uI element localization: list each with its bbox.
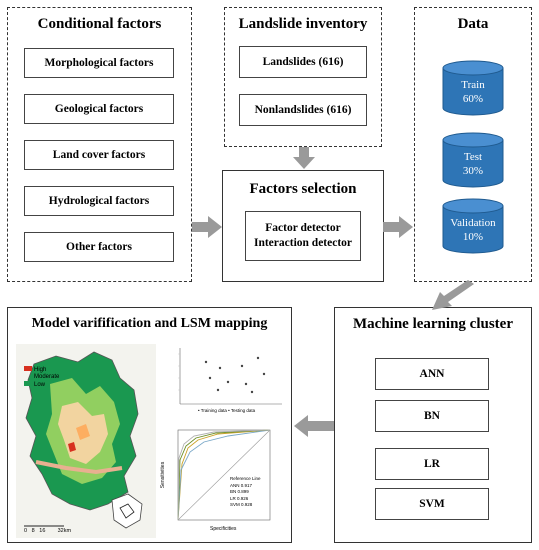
accuracy-legend: • Training data • Testing data xyxy=(198,408,256,413)
roc-legend-reference: Reference Line xyxy=(230,476,261,481)
train-cylinder: Train 60% xyxy=(442,60,504,116)
roc-xlabel: Specificities xyxy=(210,526,237,532)
data-panel: Data Train 60% Test 30% Validation 10% xyxy=(414,7,532,282)
validation-label: Validation xyxy=(450,217,496,229)
train-cylinder-icon xyxy=(442,60,504,116)
lsm-map-graphic xyxy=(16,344,156,538)
hydrological-factors-box: Hydrological factors xyxy=(24,186,174,216)
accuracy-chart-graphic xyxy=(158,344,286,422)
conditional-factors-panel: Conditional factors Morphological factor… xyxy=(7,7,192,282)
ann-box: ANN xyxy=(375,358,489,390)
legend-high-label: High xyxy=(34,367,47,373)
roc-legend: Reference Line ANN 0.917 BN 0.899 LR 0.9… xyxy=(230,476,261,509)
factor-detector-label: Factor detector xyxy=(265,222,341,234)
conditional-factors-title: Conditional factors xyxy=(37,16,162,32)
bn-box: BN xyxy=(375,400,489,432)
validation-cylinder: Validation 10% xyxy=(442,198,504,254)
data-title: Data xyxy=(457,16,489,32)
factors-selection-title: Factors selection xyxy=(249,181,357,197)
arrow-data-to-ml xyxy=(432,280,474,310)
validation-pct: 10% xyxy=(462,231,484,243)
landslide-inventory-title: Landslide inventory xyxy=(238,16,368,32)
lsm-map: High Moderate Low 0 8 16 32km xyxy=(16,344,156,538)
validation-cylinder-icon xyxy=(442,198,504,254)
ml-cluster-title: Machine learning cluster xyxy=(353,316,513,332)
arrow-conditional-to-selection xyxy=(192,216,222,238)
roc-legend-lr: LR 0.926 xyxy=(230,495,249,501)
interaction-detector-label: Interaction detector xyxy=(253,237,353,249)
scale-bar-label: 0 8 16 32km xyxy=(24,528,72,534)
nonlandslides-box: Nonlandslides (616) xyxy=(239,94,367,126)
accuracy-chart: • Training data • Testing data xyxy=(158,344,286,422)
roc-legend-bn: BN 0.899 xyxy=(230,489,249,494)
train-pct: 60% xyxy=(462,93,484,105)
legend-moderate-label: Moderate xyxy=(34,374,60,380)
lr-box: LR xyxy=(375,448,489,480)
landslide-inventory-panel: Landslide inventory Landslides (616) Non… xyxy=(224,7,382,147)
landslides-box: Landslides (616) xyxy=(239,46,367,78)
legend-low-swatch xyxy=(24,381,32,386)
model-verification-panel: Model varifification and LSM mapping Hig… xyxy=(7,307,292,543)
map-legend: High Moderate Low xyxy=(24,366,59,389)
arrow-ml-to-model xyxy=(294,415,334,437)
roc-chart-graphic xyxy=(158,424,286,538)
test-label: Test xyxy=(463,151,483,163)
test-pct: 30% xyxy=(462,165,484,177)
arrow-inventory-to-selection xyxy=(293,147,315,169)
geological-factors-box: Geological factors xyxy=(24,94,174,124)
model-verification-title: Model varifification and LSM mapping xyxy=(31,316,268,331)
legend-high-swatch xyxy=(24,366,32,371)
test-cylinder: Test 30% xyxy=(442,132,504,188)
svm-box: SVM xyxy=(375,488,489,520)
test-cylinder-icon xyxy=(442,132,504,188)
roc-ylabel: Sensitivities xyxy=(160,461,167,489)
factors-selection-panel: Factors selection Factor detector Intera… xyxy=(222,170,384,282)
legend-low-label: Low xyxy=(34,382,46,388)
arrow-selection-to-data xyxy=(383,216,413,238)
roc-legend-svm: SVM 0.928 xyxy=(230,502,253,507)
roc-legend-ann: ANN 0.917 xyxy=(230,482,253,488)
roc-chart: Reference Line ANN 0.917 BN 0.899 LR 0.9… xyxy=(158,424,286,538)
detector-box: Factor detector Interaction detector xyxy=(245,211,361,261)
ml-cluster-panel: Machine learning cluster ANN BN LR SVM xyxy=(334,307,532,543)
land-cover-factors-box: Land cover factors xyxy=(24,140,174,170)
other-factors-box: Other factors xyxy=(24,232,174,262)
train-label: Train xyxy=(461,79,485,91)
morphological-factors-box: Morphological factors xyxy=(24,48,174,78)
